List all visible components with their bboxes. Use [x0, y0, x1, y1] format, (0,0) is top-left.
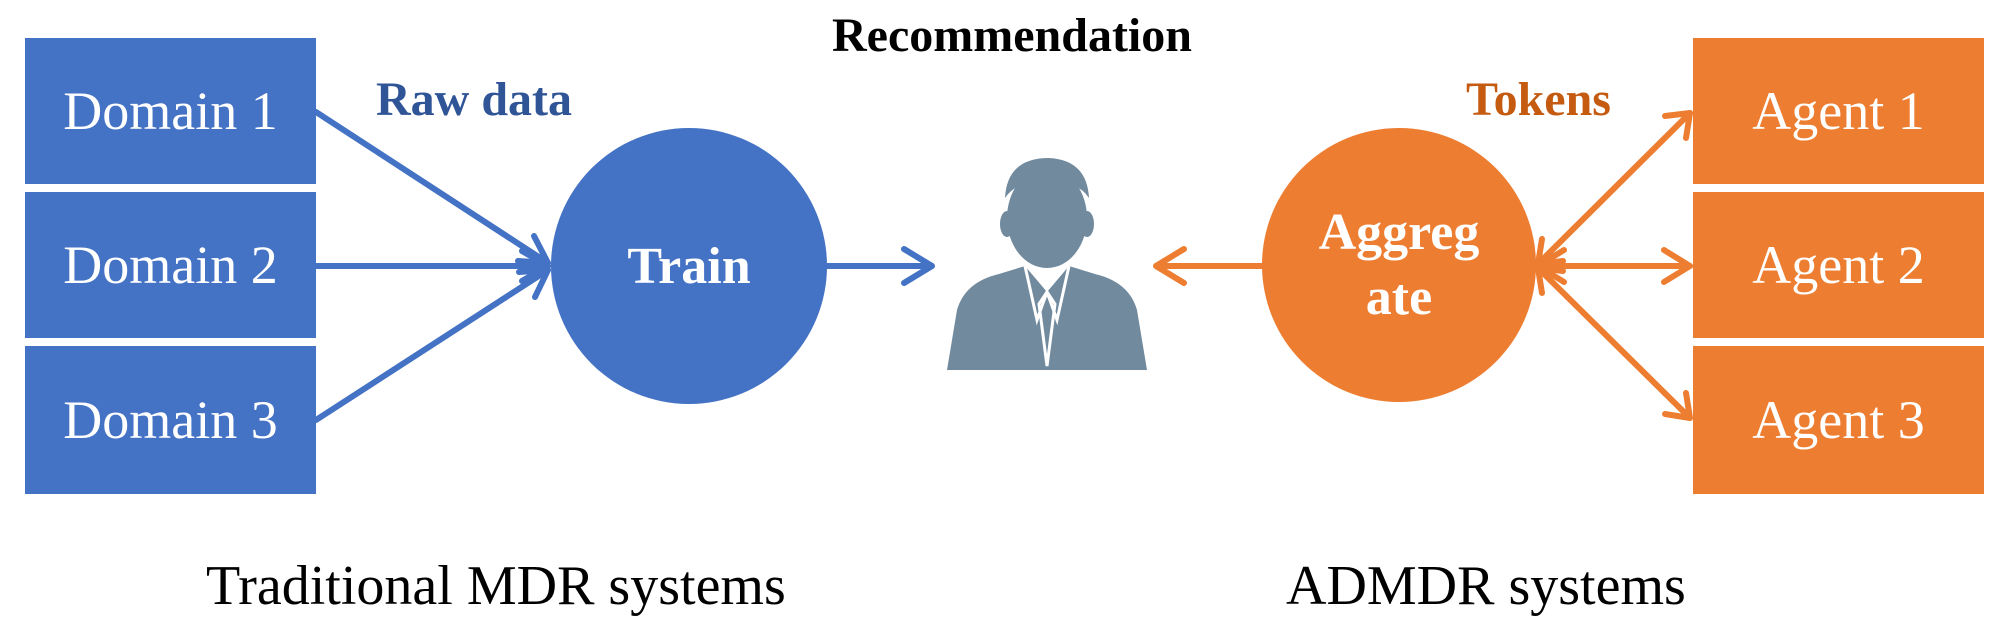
arrowhead-agent1-end [1662, 110, 1693, 141]
arrowhead-agent2-end [1661, 247, 1693, 285]
user-icon [947, 158, 1147, 370]
diagram-title: Recommendation [832, 9, 1192, 62]
raw-data-label: Raw data [376, 73, 573, 126]
agent-box-1: Agent 1 [1693, 38, 1984, 184]
domain-box-3: Domain 3 [25, 346, 316, 494]
arrowhead-agent3-end [1662, 390, 1693, 421]
arrow-aggregate-agent3 [1535, 265, 1693, 421]
train-node: Train [551, 128, 827, 404]
aggregate-node: Aggreg ate [1262, 128, 1536, 402]
arrowhead-aggregate-to-user [1153, 246, 1187, 286]
arrowhead-to-user [901, 246, 935, 286]
arrowhead-domain2 [519, 248, 551, 284]
agent-box-3: Agent 3 [1693, 346, 1984, 494]
right-caption: ADMDR systems [1286, 555, 1686, 617]
left-caption: Traditional MDR systems [206, 555, 786, 617]
domain-box-1: Domain 1 [25, 38, 316, 184]
arrow-aggregate-agent1 [1535, 110, 1693, 267]
arrow-domain1-to-train [313, 109, 551, 266]
agent-box-2: Agent 2 [1693, 192, 1984, 338]
arrow-domain3-to-train [313, 267, 551, 423]
domain-box-2: Domain 2 [25, 192, 316, 338]
arrowhead-agent3-start [1535, 265, 1566, 296]
tokens-label: Tokens [1466, 73, 1611, 126]
arrowhead-domain3 [516, 267, 551, 300]
aggregate-node-label: Aggreg ate [1318, 204, 1480, 326]
